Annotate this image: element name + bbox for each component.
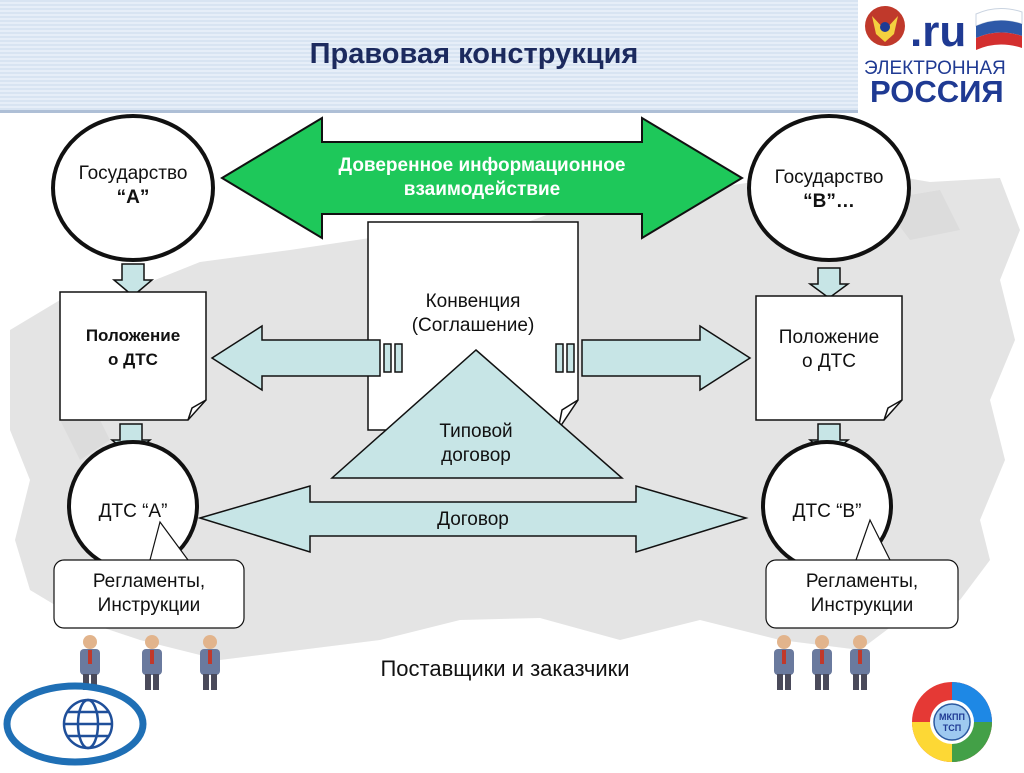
electronic-russia-logo: .ru ЭЛЕКТРОННАЯ РОССИЯ: [858, 0, 1024, 110]
position-a-document: [59, 291, 207, 421]
regulations-b-line1: Регламенты,: [805, 571, 919, 592]
bar-left-2: [394, 343, 403, 373]
position-b-document: [755, 295, 903, 421]
globe-logo: [0, 676, 150, 768]
businessman-icon: [200, 635, 220, 690]
position-b-line1: Положение: [778, 327, 880, 348]
flags-logo: МКПП ТСП: [880, 676, 1024, 768]
dts-a-label: ДТС “А”: [98, 501, 168, 522]
regulations-a-label: Регламенты, Инструкции: [54, 570, 244, 618]
flags-logo-text2: ТСП: [943, 723, 961, 733]
position-b-line2: о ДТС: [801, 351, 857, 372]
state-a-label: Государство “А”: [53, 162, 213, 210]
flags-logo-text1: МКПП: [939, 712, 965, 722]
trusted-interaction-label: Доверенное информационное взаимодействие: [282, 154, 682, 202]
businessman-icon: [142, 635, 162, 690]
typical-contract-line2: договор: [441, 445, 511, 466]
convention-label: Конвенция (Соглашение): [368, 290, 578, 338]
convention-line1: Конвенция: [425, 291, 521, 312]
state-a-line1: Государство: [78, 163, 188, 184]
arrow-down-state-a: [111, 263, 155, 297]
position-b-label: Положение о ДТС: [756, 326, 902, 374]
globe-icon: [62, 698, 114, 750]
suppliers-caption: Поставщики и заказчики: [380, 656, 630, 681]
typical-contract-label: Типовой договор: [396, 420, 556, 468]
logo-line1: ЭЛЕКТРОННАЯ: [864, 58, 1006, 79]
position-a-line1: Положение: [85, 326, 181, 345]
state-a-line2: “А”: [116, 187, 150, 208]
position-a-line2: о ДТС: [108, 350, 158, 369]
regulations-a-line1: Регламенты,: [92, 571, 206, 592]
businessman-icon: [774, 635, 794, 690]
typical-contract-line1: Типовой: [439, 421, 513, 442]
trusted-interaction-line2: взаимодействие: [403, 179, 561, 200]
supplier-icons-right: [774, 635, 870, 690]
logo-domain: .ru: [910, 7, 966, 56]
regulations-a-pointer: [149, 520, 189, 561]
businessman-icon: [812, 635, 832, 690]
bar-right-1: [555, 343, 564, 373]
arrow-to-position-b: [581, 324, 752, 392]
logo-line2: РОССИЯ: [870, 74, 1004, 109]
arrow-down-state-b: [807, 267, 851, 299]
regulations-b-line2: Инструкции: [810, 595, 914, 616]
state-b-line1: Государство: [774, 167, 884, 188]
arrow-to-position-a: [210, 324, 381, 392]
regulations-b-box: [765, 559, 959, 629]
contract-arrow: [197, 485, 749, 554]
businessman-icon: [850, 635, 870, 690]
state-b-label: Государство “В”…: [749, 166, 909, 214]
position-a-label: Положение о ДТС: [60, 324, 206, 372]
typical-contract-triangle: [330, 348, 624, 479]
state-a-circle: [51, 114, 215, 262]
trusted-interaction-arrow: [220, 116, 744, 240]
header-band: [0, 0, 858, 113]
regulations-b-pointer: [855, 518, 891, 561]
regulations-b-label: Регламенты, Инструкции: [766, 570, 958, 618]
regulations-a-box: [53, 559, 245, 629]
dts-b-label: ДТС “В”: [792, 501, 862, 522]
page-title: Правовая конструкция: [309, 38, 639, 70]
state-b-circle: [747, 114, 911, 262]
regulations-a-line2: Инструкции: [97, 595, 201, 616]
trusted-interaction-line1: Доверенное информационное: [338, 155, 626, 176]
eagle-emblem-icon: [865, 6, 905, 46]
bar-left-1: [383, 343, 392, 373]
bar-right-2: [566, 343, 575, 373]
convention-line2: (Соглашение): [411, 315, 535, 336]
supplier-icons-left: [80, 635, 220, 690]
contract-label: Договор: [437, 509, 509, 530]
businessman-icon: [80, 635, 100, 690]
state-b-line2: “В”…: [803, 191, 855, 212]
flags-ring-icon: [912, 682, 992, 762]
